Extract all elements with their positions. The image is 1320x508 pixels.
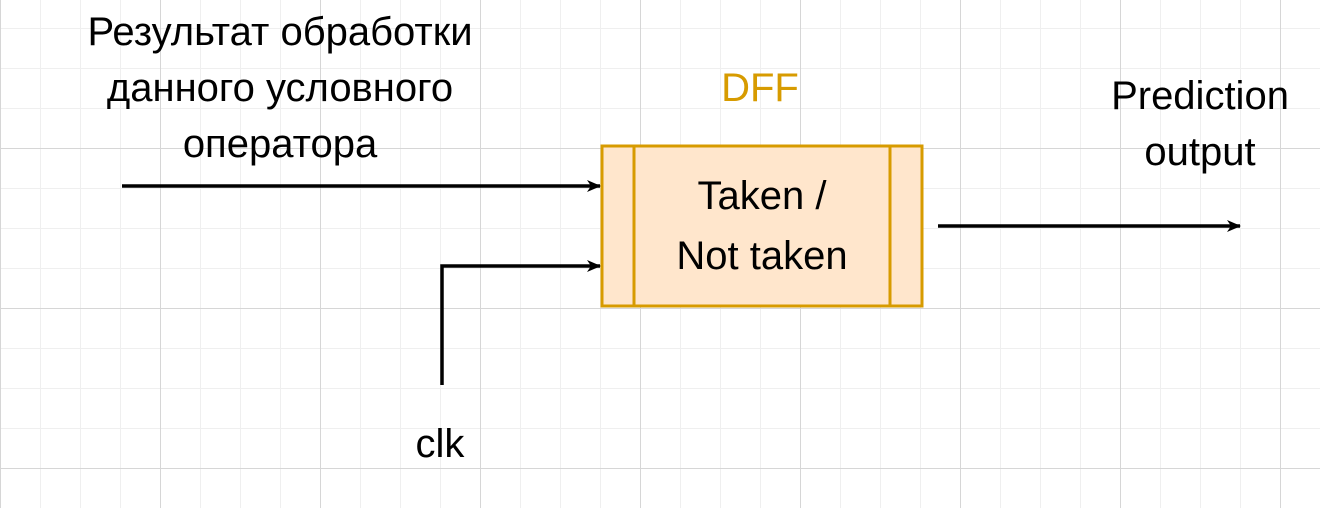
dff-title: DFF	[721, 66, 799, 110]
clk-arrow[interactable]	[440, 260, 601, 385]
input-label-line-1: Результат обработки	[87, 10, 473, 54]
input-label-line-2: данного условного	[106, 66, 454, 110]
dff-block[interactable]	[600, 144, 924, 308]
clk-label: clk	[415, 422, 465, 466]
dff-rectangle[interactable]	[600, 144, 924, 308]
dff-state-line-1: Taken /	[697, 174, 827, 218]
dff-state-text: Taken / Not taken	[634, 166, 890, 286]
dff-state-line-2: Not taken	[676, 234, 848, 278]
input-label-line-3: оператора	[182, 122, 378, 166]
output-label: Prediction output	[1080, 68, 1320, 180]
input-label: Результат обработки данного условного оп…	[20, 4, 540, 172]
output-label-line-1: Prediction	[1111, 74, 1289, 118]
output-label-line-2: output	[1144, 130, 1256, 174]
